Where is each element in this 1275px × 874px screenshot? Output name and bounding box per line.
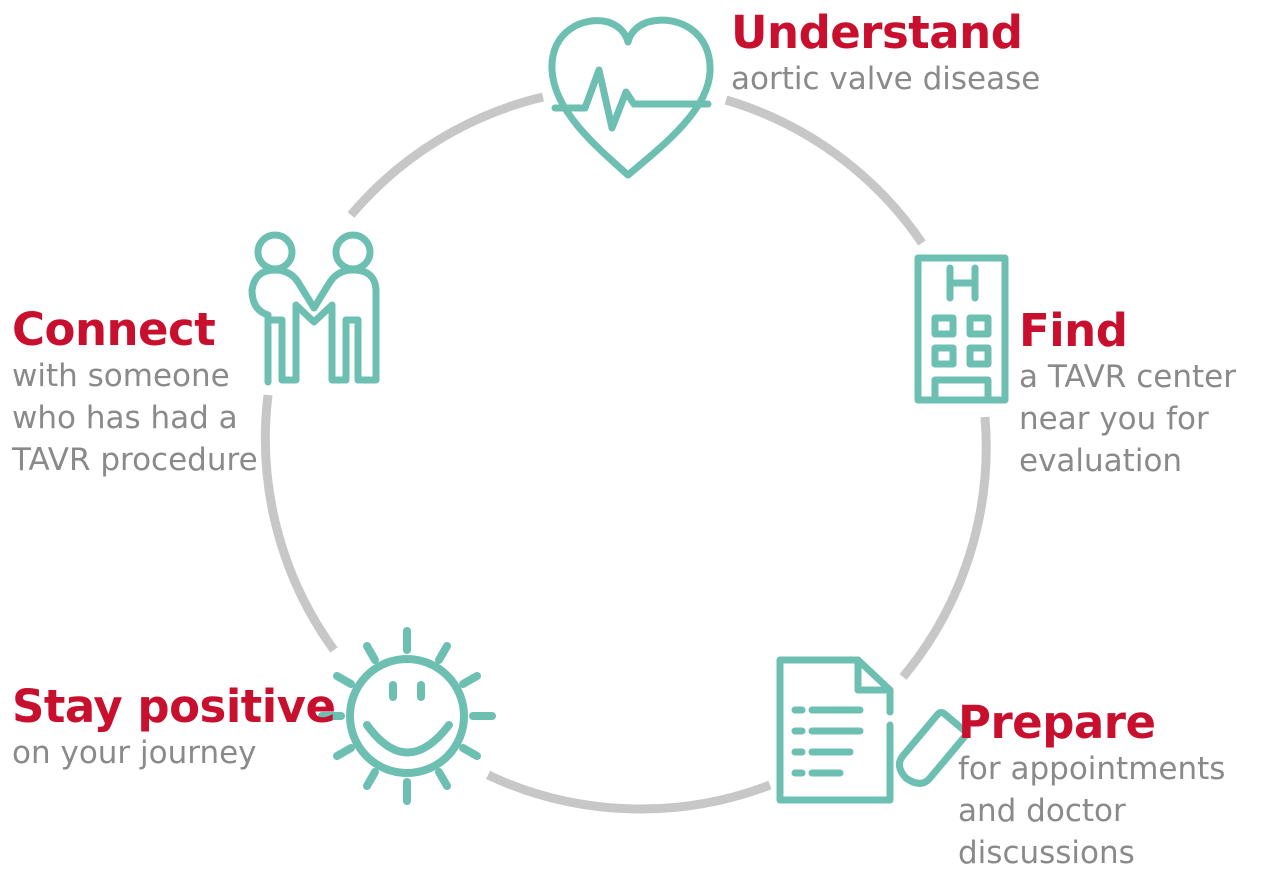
hospital-icon bbox=[914, 254, 1009, 404]
step-description: with someone who has had a TAVR procedur… bbox=[12, 358, 258, 478]
step-title: Stay positive bbox=[12, 680, 336, 733]
two-people-holding-hands-icon bbox=[248, 231, 380, 386]
ring-segment-understand-find bbox=[724, 95, 926, 246]
step-description: on your journey bbox=[12, 735, 257, 771]
smiling-sun-icon bbox=[318, 627, 496, 805]
document-pen-icon bbox=[776, 656, 970, 804]
cycle-ring bbox=[260, 92, 991, 814]
heart-pulse-icon bbox=[548, 16, 714, 179]
step-title: Prepare bbox=[958, 696, 1156, 749]
step-title: Understand bbox=[731, 6, 1023, 59]
ring-segment-connect-understand bbox=[347, 92, 545, 218]
step-title: Connect bbox=[12, 303, 216, 356]
step-description: a TAVR center near you for evaluation bbox=[1019, 359, 1236, 479]
ring-segment-stay-positive-connect bbox=[260, 394, 338, 653]
step-understand: Understand aortic valve disease bbox=[731, 8, 1040, 100]
ring-segment-find-prepare bbox=[899, 416, 991, 680]
step-stay-positive: Stay positive on your journey bbox=[12, 682, 336, 774]
step-description: for appointments and doctor discussions bbox=[958, 751, 1226, 871]
step-prepare: Prepare for appointments and doctor disc… bbox=[958, 698, 1225, 874]
step-connect: Connect with someone who has had a TAVR … bbox=[12, 305, 258, 481]
ring-segment-prepare-stay-positive bbox=[486, 770, 772, 814]
step-description: aortic valve disease bbox=[731, 61, 1041, 97]
step-title: Find bbox=[1019, 304, 1128, 357]
step-find: Find a TAVR center near you for evaluati… bbox=[1019, 306, 1236, 482]
